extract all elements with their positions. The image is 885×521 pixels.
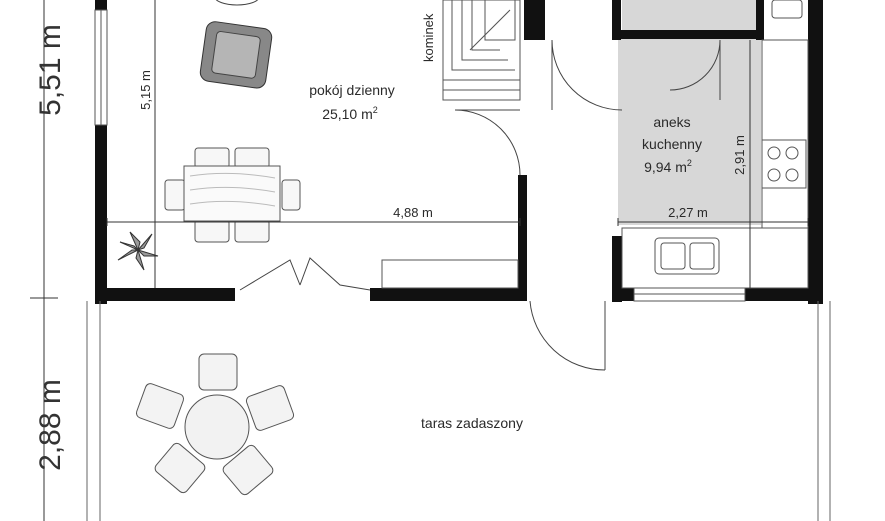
outer-dimension-line [30,0,58,521]
walls [95,0,823,304]
kitchen-floor-top [622,0,756,30]
kitchen-floor [618,38,761,225]
wall-kitchen-left [612,0,621,40]
plant [117,231,159,271]
dim-outer-upper: 5,51 m [34,24,67,116]
dim-kitchen-width: 2,27 m [668,205,708,220]
terrace-door-arc [529,300,606,371]
door-kitchen-2 [669,39,721,91]
wall-kitchen-left-lower [612,236,622,302]
living-room-area: 25,10 m2 [322,105,378,122]
door-kitchen-arc [551,39,623,111]
wall-fireplace-right [524,0,545,40]
dining-set [164,147,301,243]
wall-bottom-mid [370,288,527,301]
cooktop [761,139,807,189]
living-room-name: pokój dzienny [309,82,395,98]
dining-table [183,165,281,222]
folding-door [239,257,371,291]
terrace-outline [86,301,831,521]
fireplace-stairs [442,0,521,101]
dimension-lines [106,0,809,288]
wall-right-living [518,175,527,301]
wall-kitchen-top-right [756,0,764,40]
armchair [199,21,273,89]
fireplace-name: kominek [421,13,436,62]
terrace-name: taras zadaszony [421,415,523,431]
left-window [94,9,108,126]
wall-kitchen-bottom [612,288,634,301]
wall-bottom-left [95,288,235,301]
side-table [215,0,259,6]
kitchen-area: 9,94 m2 [644,158,692,175]
terrace-table-set [135,353,295,496]
door-living-arc [454,109,521,176]
dim-outer-lower: 2,88 m [34,379,67,471]
wall-kitchen-bottom-right [745,288,823,301]
kitchen-name-line1: aneks [653,114,690,130]
kitchen-counter [621,0,809,289]
wall-kitchen-top [612,30,762,39]
kitchen-window [633,287,746,302]
dim-living-width: 4,88 m [393,205,433,220]
doors [239,39,721,371]
dim-living-height: 5,15 m [138,70,153,110]
round-table [184,394,250,460]
dim-kitchen-height: 2,91 m [732,135,747,175]
wall-right-outer [808,0,823,304]
kitchen-name-line2: kuchenny [642,136,702,152]
